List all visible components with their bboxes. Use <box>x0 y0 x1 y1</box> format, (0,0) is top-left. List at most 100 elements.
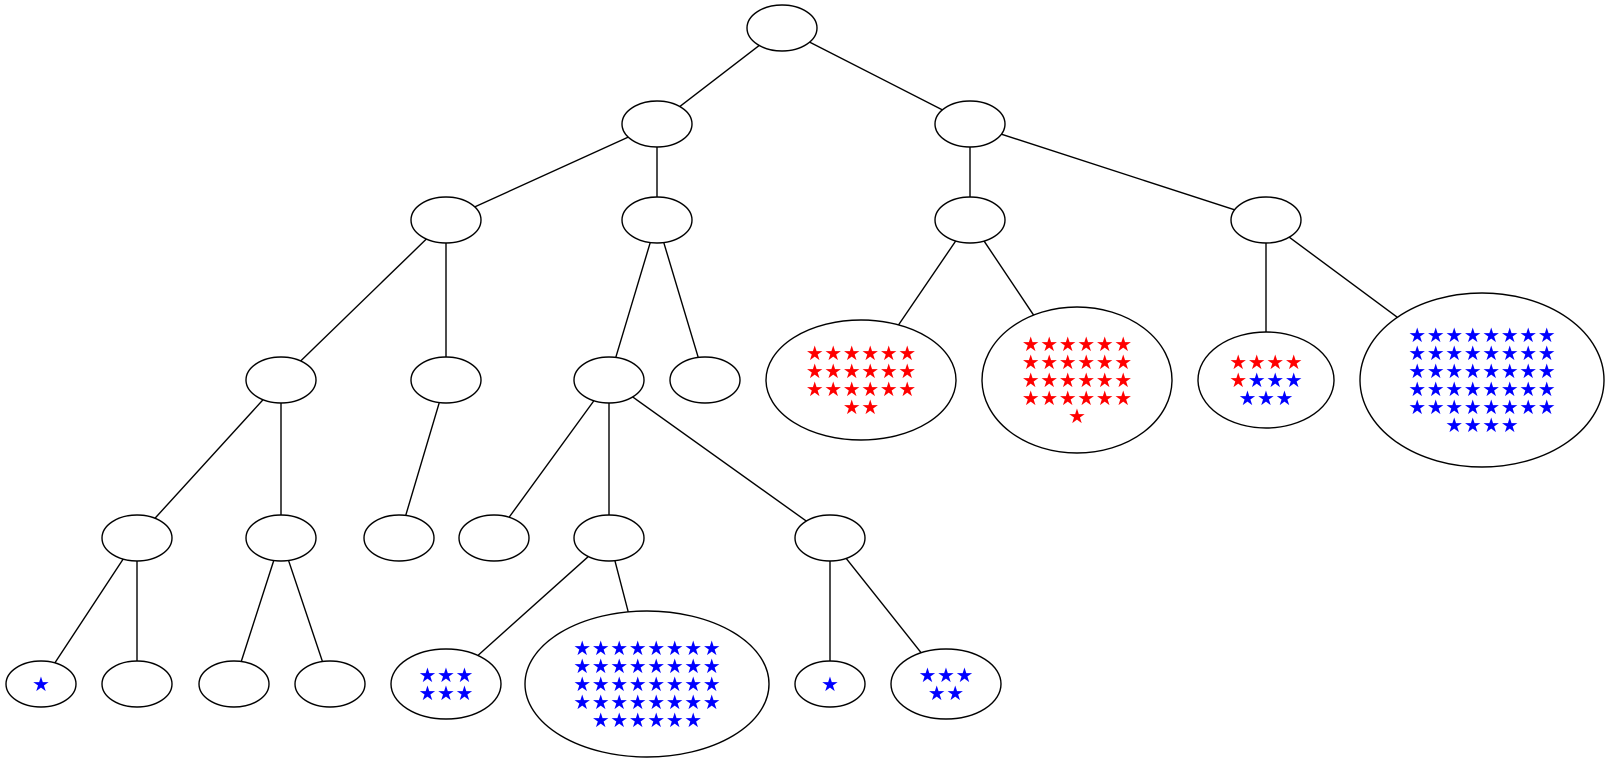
red-star-icon: ★ <box>1040 350 1058 374</box>
red-star-icon: ★ <box>861 395 879 419</box>
edge-n111-n1111 <box>154 399 264 519</box>
blue-star-icon: ★ <box>821 672 839 696</box>
tree-node-n211: ★★★★★★★★★★★★★★★★★★★★ <box>765 319 957 441</box>
red-star-icon: ★ <box>1040 386 1058 410</box>
red-star-icon: ★ <box>843 359 861 383</box>
blue-star-icon: ★ <box>610 636 628 660</box>
blue-star-icon: ★ <box>684 690 702 714</box>
blue-star-icon: ★ <box>573 672 591 696</box>
tree-node-n12121: ★★★★★★ <box>390 648 502 720</box>
blue-star-icon: ★ <box>419 681 437 705</box>
blue-star-icon: ★ <box>647 654 665 678</box>
tree-node-n122 <box>669 356 741 404</box>
blue-star-icon: ★ <box>1519 341 1537 365</box>
red-star-icon: ★ <box>880 359 898 383</box>
edge-n112-n1121 <box>405 402 440 516</box>
blue-star-icon: ★ <box>919 663 937 687</box>
blue-star-icon: ★ <box>1445 413 1463 437</box>
tree-node-n2 <box>934 100 1006 148</box>
blue-star-icon: ★ <box>703 690 721 714</box>
red-star-icon: ★ <box>1229 368 1247 392</box>
blue-star-icon: ★ <box>592 708 610 732</box>
blue-star-icon: ★ <box>1285 368 1303 392</box>
blue-star-icon: ★ <box>703 636 721 660</box>
blue-star-icon: ★ <box>666 708 684 732</box>
red-star-icon: ★ <box>1022 332 1040 356</box>
blue-star-icon: ★ <box>629 690 647 714</box>
node-ellipse <box>934 100 1006 148</box>
blue-star-icon: ★ <box>666 654 684 678</box>
red-star-icon: ★ <box>1022 386 1040 410</box>
blue-star-icon: ★ <box>1445 377 1463 401</box>
blue-star-icon: ★ <box>1427 323 1445 347</box>
blue-star-icon: ★ <box>629 654 647 678</box>
red-star-icon: ★ <box>843 341 861 365</box>
blue-star-icon: ★ <box>647 690 665 714</box>
edge-n121-n1211 <box>508 400 595 518</box>
red-star-icon: ★ <box>898 377 916 401</box>
blue-star-icon: ★ <box>928 681 946 705</box>
blue-star-icon: ★ <box>1464 359 1482 383</box>
tree-node-n212: ★★★★★★★★★★★★★★★★★★★★★★★★★ <box>981 306 1173 454</box>
red-star-icon: ★ <box>1096 368 1114 392</box>
red-star-icon: ★ <box>1229 350 1247 374</box>
blue-star-icon: ★ <box>1519 359 1537 383</box>
blue-star-icon: ★ <box>573 654 591 678</box>
blue-star-icon: ★ <box>1408 395 1426 419</box>
blue-star-icon: ★ <box>1408 377 1426 401</box>
node-ellipse <box>1359 292 1605 468</box>
node-ellipse <box>245 356 317 404</box>
red-star-icon: ★ <box>1077 332 1095 356</box>
red-star-icon: ★ <box>1096 332 1114 356</box>
blue-star-icon: ★ <box>610 654 628 678</box>
blue-star-icon: ★ <box>703 654 721 678</box>
blue-star-icon: ★ <box>1445 341 1463 365</box>
blue-star-icon: ★ <box>592 636 610 660</box>
blue-star-icon: ★ <box>647 672 665 696</box>
edge-root-n2 <box>809 41 943 111</box>
blue-star-icon: ★ <box>666 636 684 660</box>
node-ellipse <box>621 100 693 148</box>
edge-n12-n122 <box>663 242 699 358</box>
blue-star-icon: ★ <box>1248 368 1266 392</box>
node-ellipse <box>1197 331 1335 429</box>
red-star-icon: ★ <box>1040 368 1058 392</box>
red-star-icon: ★ <box>880 377 898 401</box>
red-star-icon: ★ <box>1114 350 1132 374</box>
blue-star-icon: ★ <box>32 672 50 696</box>
tree-node-n12 <box>621 196 693 244</box>
node-ellipse <box>410 196 482 244</box>
blue-star-icon: ★ <box>1501 395 1519 419</box>
blue-star-icon: ★ <box>456 681 474 705</box>
red-star-icon: ★ <box>1266 350 1284 374</box>
blue-star-icon: ★ <box>629 672 647 696</box>
blue-star-icon: ★ <box>1266 368 1284 392</box>
blue-star-icon: ★ <box>1427 359 1445 383</box>
blue-star-icon: ★ <box>703 672 721 696</box>
edge-root-n1 <box>679 44 760 108</box>
edge-n11-n111 <box>300 238 427 362</box>
edge-n1112-n11122 <box>287 560 324 662</box>
blue-star-icon: ★ <box>1464 341 1482 365</box>
blue-star-icon: ★ <box>1427 377 1445 401</box>
blue-star-icon: ★ <box>1445 395 1463 419</box>
blue-star-icon: ★ <box>629 708 647 732</box>
node-ellipse <box>410 356 482 404</box>
red-star-icon: ★ <box>1248 350 1266 374</box>
red-star-icon: ★ <box>898 341 916 365</box>
red-star-icon: ★ <box>806 341 824 365</box>
red-star-icon: ★ <box>861 341 879 365</box>
blue-star-icon: ★ <box>937 663 955 687</box>
blue-star-icon: ★ <box>610 690 628 714</box>
blue-star-icon: ★ <box>684 636 702 660</box>
blue-star-icon: ★ <box>592 654 610 678</box>
blue-star-icon: ★ <box>1538 359 1556 383</box>
red-star-icon: ★ <box>843 395 861 419</box>
blue-star-icon: ★ <box>1445 359 1463 383</box>
blue-star-icon: ★ <box>419 663 437 687</box>
red-star-icon: ★ <box>1059 386 1077 410</box>
red-star-icon: ★ <box>1077 386 1095 410</box>
red-star-icon: ★ <box>880 341 898 365</box>
blue-star-icon: ★ <box>1482 413 1500 437</box>
red-star-icon: ★ <box>1096 386 1114 410</box>
